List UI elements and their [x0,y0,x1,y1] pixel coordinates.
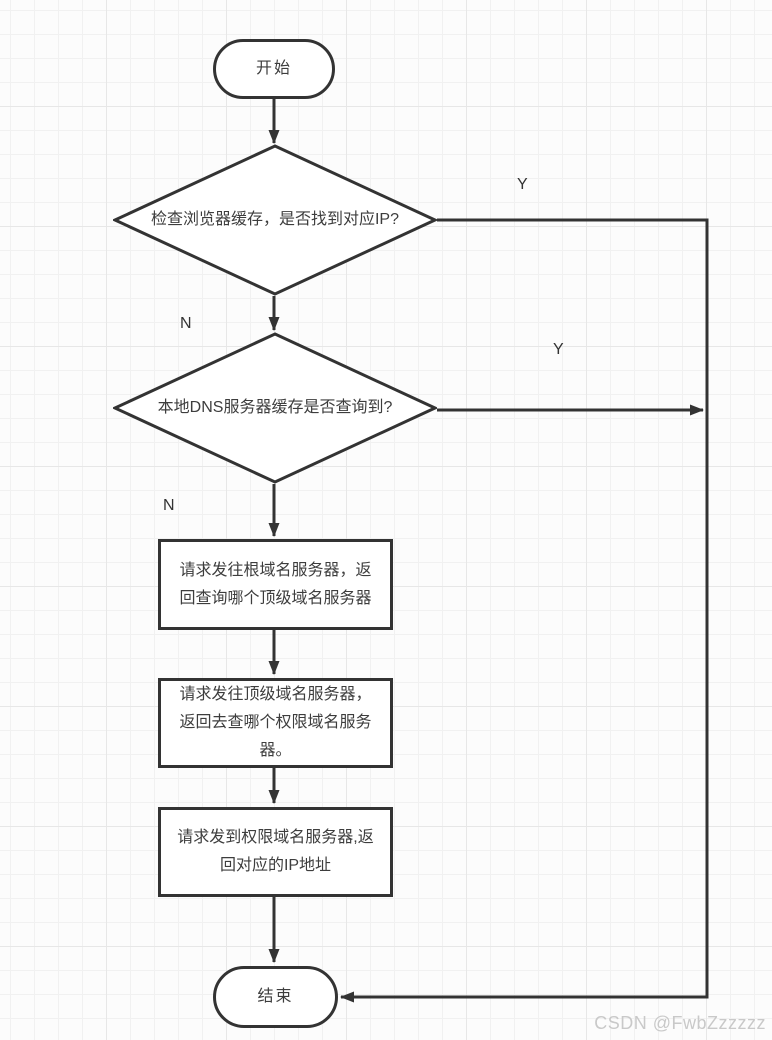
csdn-watermark: CSDN @FwbZzzzzz [594,1013,766,1033]
decision-local-dns-label: 本地DNS服务器缓存是否查询到? [157,399,393,416]
process-root-server-label: 请求发往根域名服务器，返回查询哪个顶级域名服务器 [179,561,372,607]
start-node-label: 开始 [255,60,292,77]
branch-label-decision1-yes: Y [517,176,528,193]
process-authoritative-server: 请求发到权限域名服务器,返回对应的IP地址 [158,807,393,897]
end-node: 结束 [213,966,338,1028]
process-tld-server-label: 请求发往顶级域名服务器，返回去查哪个权限域名服务器。 [179,686,372,759]
end-node-label: 结束 [257,988,294,1005]
decision-browser-cache-label: 检查浏览器缓存，是否找到对应IP? [150,211,400,228]
branch-label-decision2-yes: Y [553,341,564,358]
process-tld-server: 请求发往顶级域名服务器，返回去查哪个权限域名服务器。 [158,678,393,768]
decision-browser-cache: 检查浏览器缓存，是否找到对应IP? [113,144,437,296]
edge-decision1-yes [340,218,709,1003]
diamond-shape-icon [113,144,437,296]
process-root-server: 请求发往根域名服务器，返回查询哪个顶级域名服务器 [158,539,393,630]
start-node: 开始 [213,39,335,99]
branch-label-decision1-no: N [180,315,192,332]
process-authoritative-server-label: 请求发到权限域名服务器,返回对应的IP地址 [177,829,374,874]
decision-local-dns: 本地DNS服务器缓存是否查询到? [113,332,437,484]
diamond-shape-icon [113,332,437,484]
branch-label-decision2-no: N [163,497,175,514]
